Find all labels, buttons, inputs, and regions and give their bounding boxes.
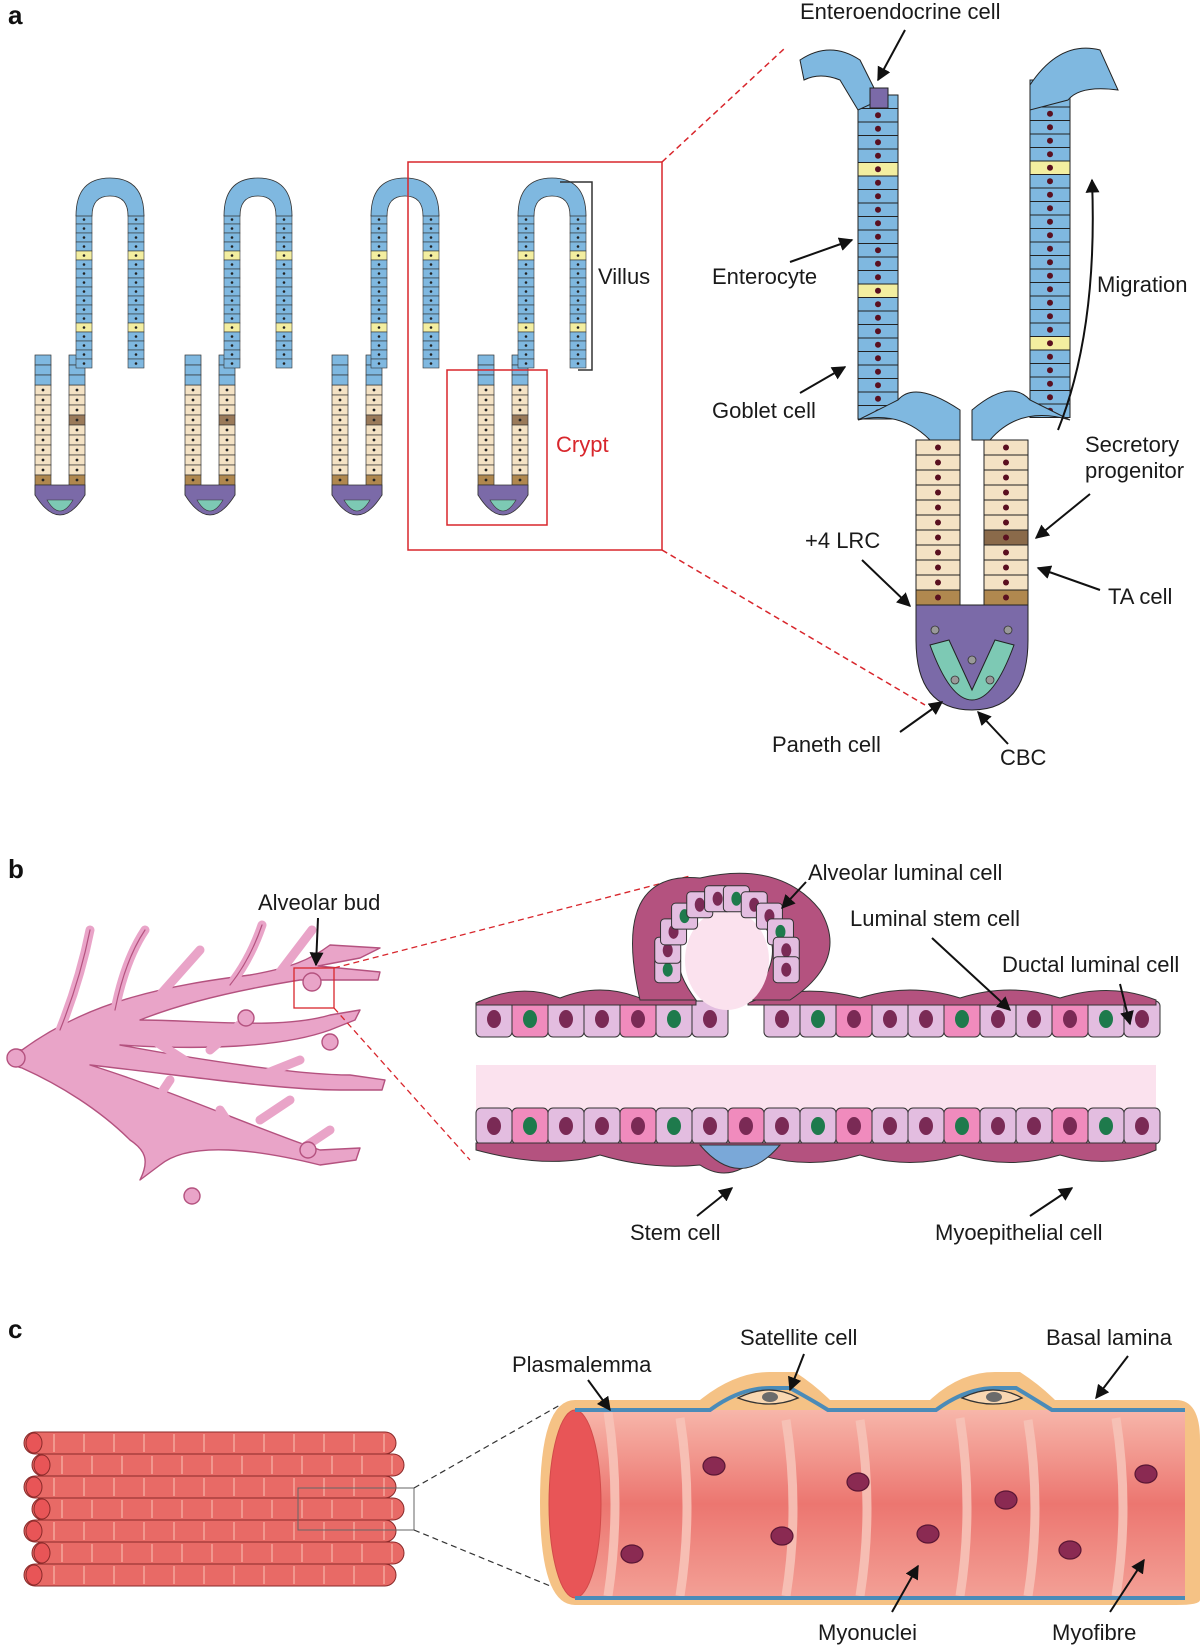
- panel-a: a Villus Crypt Enteroendocrine cell Ente…: [8, 0, 1187, 770]
- luminal-stem-arrow: [931, 937, 1012, 1011]
- secretory-label-1: Secretory: [1085, 432, 1179, 457]
- small-crypt: [331, 354, 383, 516]
- small-crypt: [184, 354, 236, 516]
- zoom-line-bottom: [661, 549, 926, 706]
- bundle-zoom-line-top: [413, 1404, 561, 1489]
- myofibre-arrow: [1109, 1558, 1145, 1613]
- migration-arrow: [1057, 178, 1100, 431]
- basal-lamina-arrow: [1095, 1355, 1129, 1400]
- paneth-arrow: [899, 701, 944, 733]
- fibre-cut-end: [548, 1409, 602, 1599]
- small-villus: [75, 177, 145, 369]
- myoepithelial-arrow: [1029, 1187, 1074, 1217]
- ductal-luminal-arrow: [1119, 983, 1134, 1026]
- cbc-label: CBC: [1000, 745, 1047, 770]
- large-crypt-villus: [799, 47, 1119, 711]
- satellite-label: Satellite cell: [740, 1325, 857, 1350]
- enterocyte-label: Enterocyte: [712, 264, 817, 289]
- satellite-cell-1: [736, 1389, 800, 1405]
- myonuclei-label: Myonuclei: [818, 1620, 917, 1645]
- bud-zoom-line-bottom: [333, 1007, 471, 1161]
- panel-b: b: [6, 854, 1179, 1245]
- enterocyte-arrow: [789, 237, 854, 263]
- myonuclei: [620, 1456, 1158, 1564]
- plasmalemma-label: Plasmalemma: [512, 1352, 652, 1377]
- goblet-label: Goblet cell: [712, 398, 816, 423]
- ta-arrow: [1036, 565, 1101, 591]
- small-villus: [370, 177, 440, 369]
- plasmalemma-top: [575, 1386, 1185, 1412]
- stem-cell-arrow: [696, 1187, 734, 1217]
- paneth-label: Paneth cell: [772, 732, 881, 757]
- myonuclei-arrow: [891, 1564, 919, 1613]
- goblet-arrow: [799, 366, 847, 394]
- fibre-body: [575, 1410, 1185, 1598]
- alveolar-luminal-arrow: [781, 881, 807, 910]
- migration-label: Migration: [1097, 272, 1187, 297]
- panel-a-letter: a: [8, 0, 23, 30]
- secretory-label-2: progenitor: [1085, 458, 1184, 483]
- myofibre-detail: [540, 1372, 1200, 1605]
- cbc-arrow: [977, 710, 1009, 745]
- crypt-label: Crypt: [556, 432, 609, 457]
- ta-label: TA cell: [1108, 584, 1172, 609]
- plasmalemma-arrow: [587, 1379, 611, 1412]
- basal-lamina-label: Basal lamina: [1046, 1325, 1173, 1350]
- satellite-cell-2: [960, 1389, 1024, 1405]
- small-crypt: [477, 354, 529, 516]
- ductal-luminal-label: Ductal luminal cell: [1002, 952, 1179, 977]
- small-villus: [517, 177, 587, 369]
- fibre-striations: [603, 1411, 1128, 1597]
- lrc-arrow: [861, 559, 912, 607]
- bundle-zoom-line-bottom: [413, 1529, 561, 1591]
- stem-cell: [698, 1144, 782, 1169]
- mammary-duct: [475, 872, 1161, 1174]
- villi-row: [34, 177, 587, 516]
- luminal-stem-label: Luminal stem cell: [850, 906, 1020, 931]
- alveolar-bud-arrow: [309, 917, 324, 967]
- stem-cell-label: Stem cell: [630, 1220, 720, 1245]
- small-villus: [223, 177, 293, 369]
- panel-b-letter: b: [8, 854, 24, 884]
- zoom-box: [407, 161, 663, 551]
- myoepithelial-label: Myoepithelial cell: [935, 1220, 1103, 1245]
- small-crypt: [34, 354, 86, 516]
- bundle-zoom-box: [297, 1487, 415, 1531]
- panel-c-letter: c: [8, 1314, 22, 1344]
- alveolar-bud-label: Alveolar bud: [258, 890, 380, 915]
- secretory-arrow: [1034, 493, 1091, 539]
- enteroendocrine-arrow: [877, 29, 906, 82]
- bud-zoom-line-top: [333, 875, 691, 969]
- crypt-box: [446, 369, 548, 526]
- satellite-arrow: [788, 1353, 805, 1392]
- enteroendocrine-label: Enteroendocrine cell: [800, 0, 1001, 24]
- bud-box: [293, 967, 335, 1009]
- mammary-tree: [6, 920, 386, 1205]
- villus-label: Villus: [598, 264, 650, 289]
- alveolar-luminal-label: Alveolar luminal cell: [808, 860, 1002, 885]
- muscle-bundle: [23, 1431, 405, 1587]
- myofibre-label: Myofibre: [1052, 1620, 1136, 1645]
- zoom-line-top: [661, 47, 786, 163]
- villus-bracket: [560, 181, 593, 371]
- lrc-label: +4 LRC: [805, 528, 880, 553]
- enteroendocrine-cell: [869, 87, 889, 109]
- panel-c: c: [8, 1314, 1200, 1645]
